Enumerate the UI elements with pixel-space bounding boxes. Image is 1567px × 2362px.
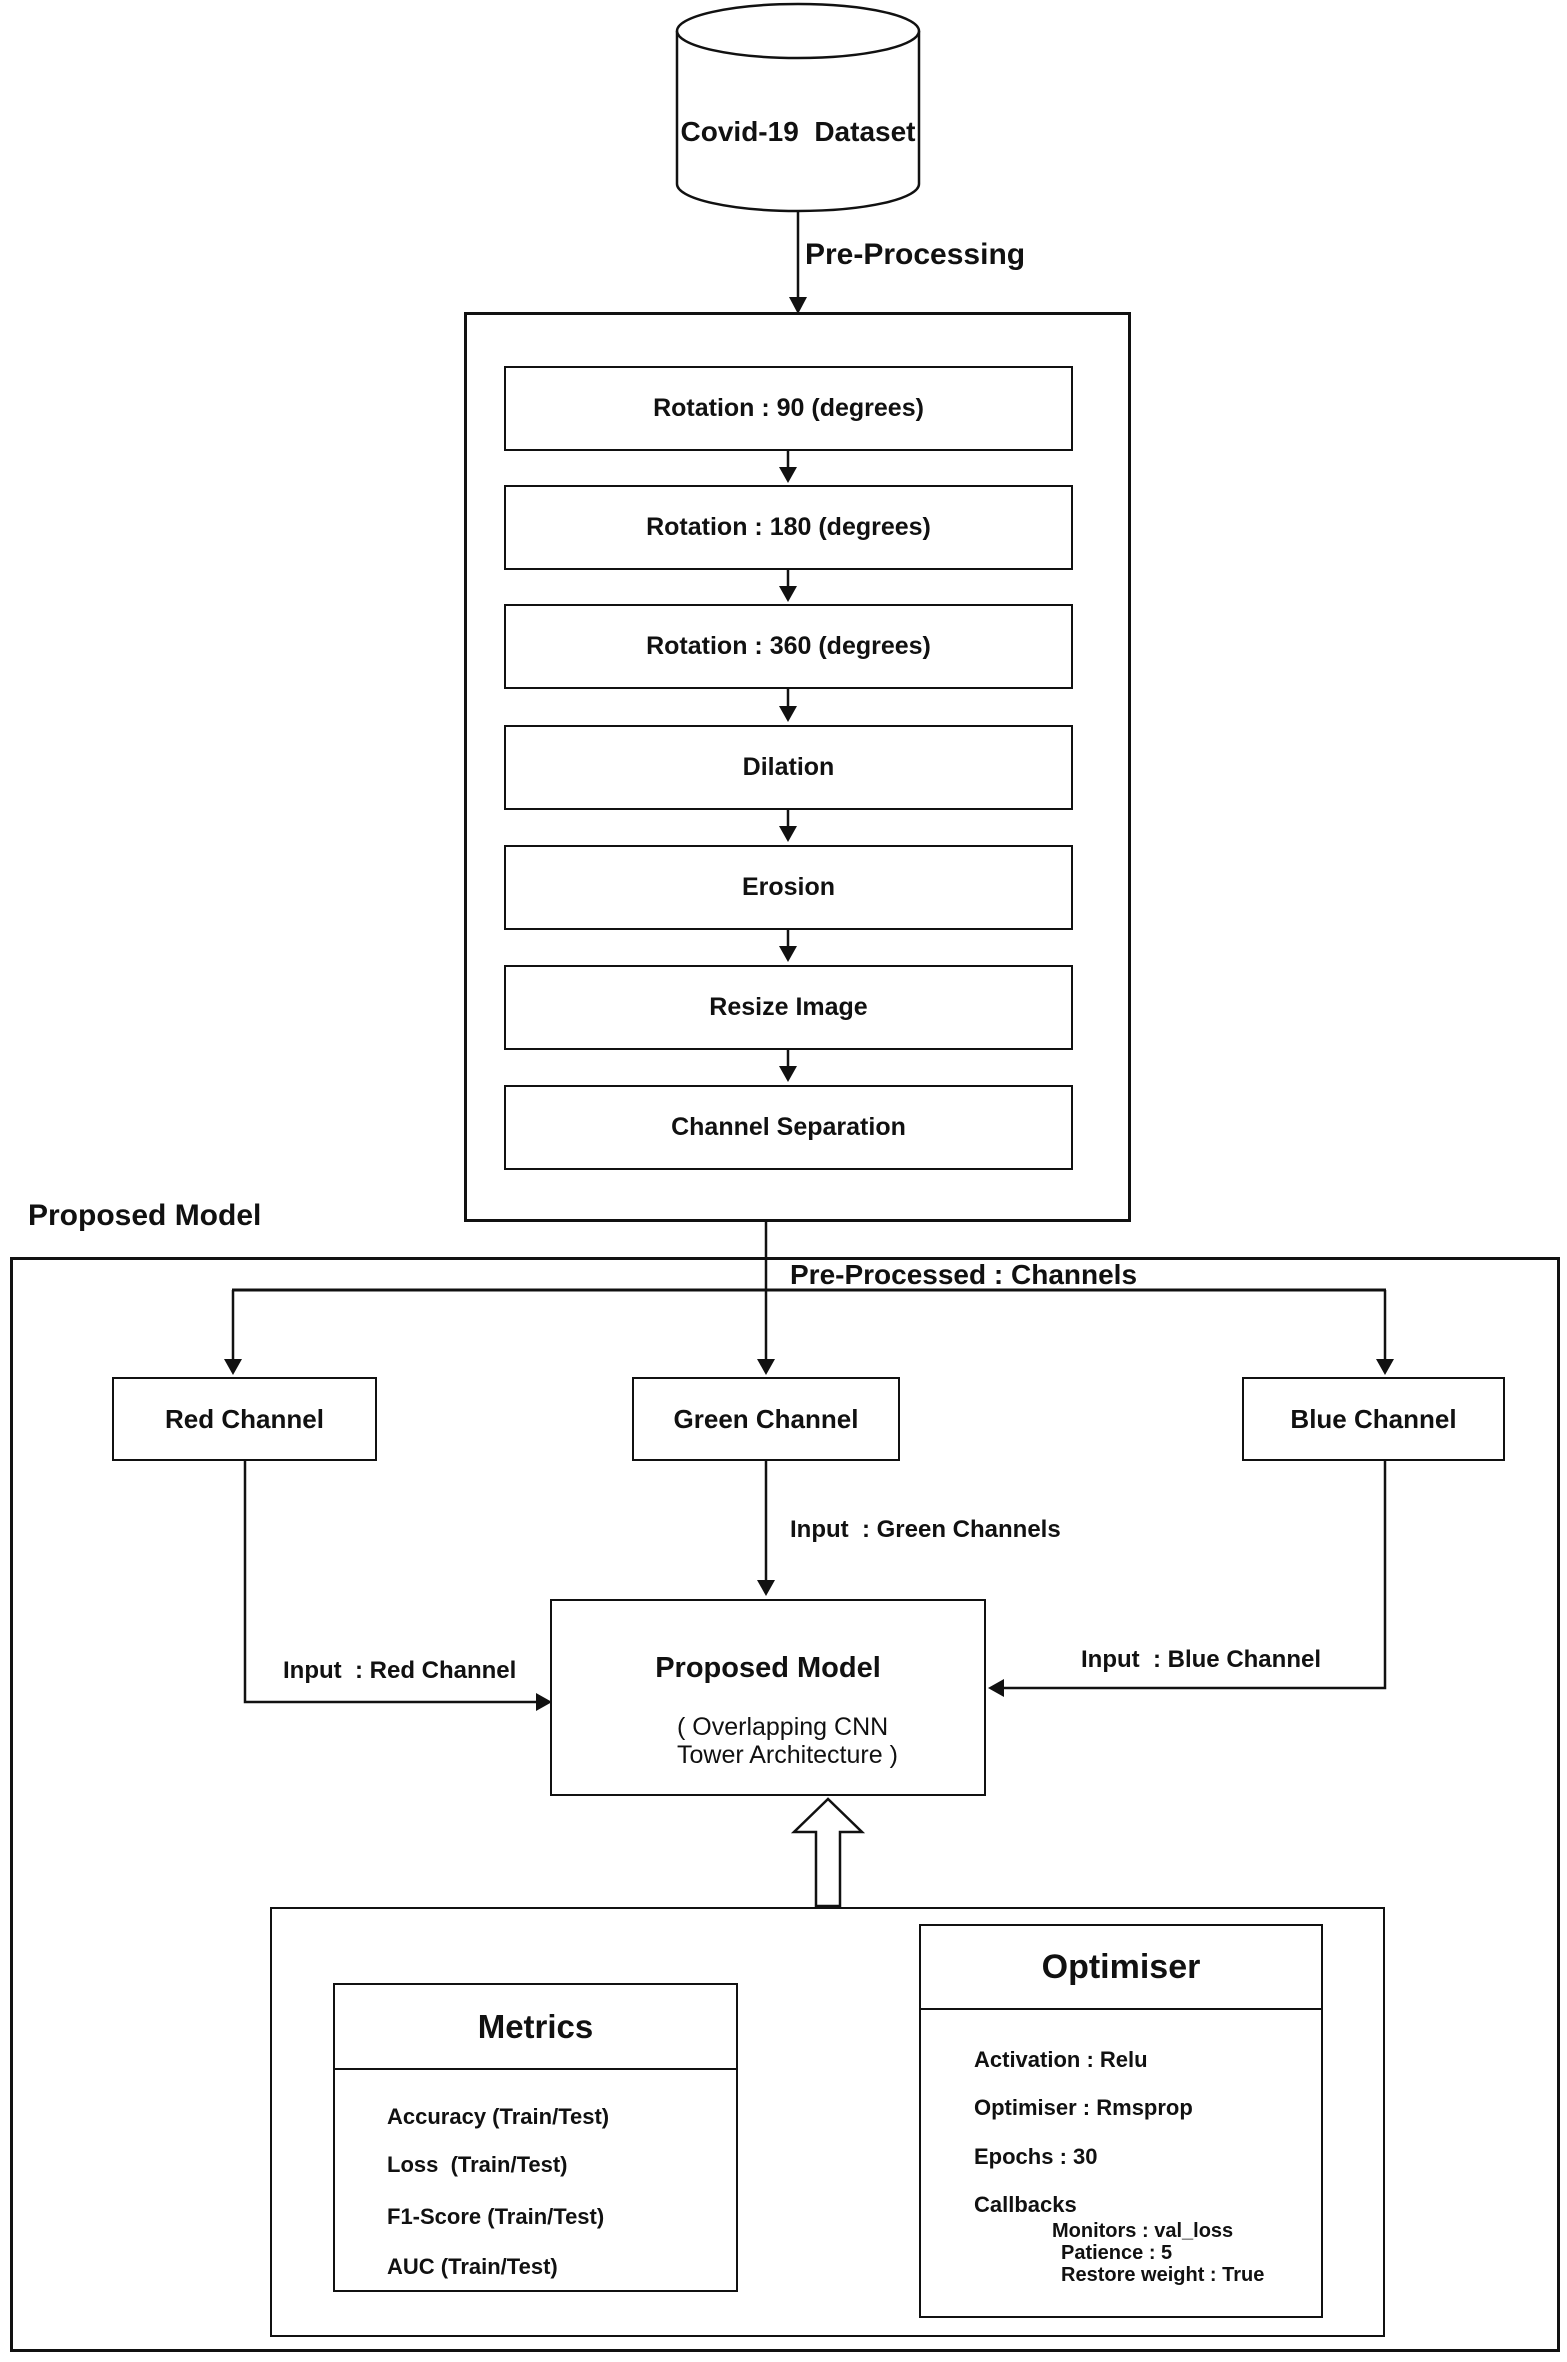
proposed-model-subtitle: ( Overlapping CNN Tower Architecture ) [677,1713,898,1769]
right-arrowhead-icon [536,1693,552,1711]
channel-label: Green Channel [673,1403,859,1434]
red-channel-box: Red Channel [112,1377,377,1461]
proposed-model-section-label: Proposed Model [28,1199,262,1232]
step-label: Rotation : 90 (degrees) [653,394,924,422]
optimiser-callbacks-label: Callbacks [974,2192,1077,2217]
preprocessed-channels-label: Pre-Processed : Channels [790,1259,1138,1290]
metric-item: Accuracy (Train/Test) [387,2104,610,2129]
blue-input-line [1004,1461,1387,1690]
step-rotation-180: Rotation : 180 (degrees) [504,485,1073,570]
database-cylinder-top [675,2,921,60]
down-arrowhead-icon [779,826,797,842]
metric-item: Loss (Train/Test) [387,2152,568,2177]
down-arrowhead-icon [224,1359,242,1375]
down-arrowhead-icon [789,297,807,314]
step-label: Dilation [742,753,835,781]
input-red-label: Input : Red Channel [283,1657,517,1684]
callback-item: Restore weight : True [1061,2264,1265,2286]
metric-item: F1-Score (Train/Test) [387,2204,605,2229]
input-green-label: Input : Green Channels [790,1516,1061,1543]
optimiser-box: Optimiser Activation : Relu Optimiser : … [919,1924,1323,2318]
step-label: Rotation : 180 (degrees) [646,513,931,541]
down-arrowhead-icon [757,1359,775,1375]
optimiser-item: Optimiser : Rmsprop [974,2095,1193,2120]
channel-label: Red Channel [165,1403,324,1434]
input-blue-label: Input : Blue Channel [1081,1646,1321,1673]
step-rotation-360: Rotation : 360 (degrees) [504,604,1073,689]
callback-item: Patience : 5 [1061,2242,1173,2264]
down-arrowhead-icon [1376,1359,1394,1375]
proposed-model-title: Proposed Model [655,1652,881,1684]
step-rotation-90: Rotation : 90 (degrees) [504,366,1073,451]
down-arrowhead-icon [757,1580,775,1596]
step-channel-separation: Channel Separation [504,1085,1073,1170]
step-label: Resize Image [709,993,868,1021]
metric-item: AUC (Train/Test) [387,2254,558,2279]
step-label: Erosion [741,873,836,901]
proposed-model-box: Proposed Model ( Overlapping CNN Tower A… [550,1599,986,1796]
green-channel-box: Green Channel [632,1377,900,1461]
metrics-box: Metrics Accuracy (Train/Test) Loss (Trai… [333,1983,738,2292]
dataset-label: Covid-19 Dataset [680,116,916,147]
training-container [270,1907,1385,2337]
down-arrowhead-icon [779,586,797,602]
down-arrowhead-icon [779,946,797,962]
red-input-line [243,1461,536,1704]
step-resize-image: Resize Image [504,965,1073,1050]
step-dilation: Dilation [504,725,1073,810]
step-label: Channel Separation [671,1113,906,1141]
down-arrowhead-icon [779,1066,797,1082]
step-label: Rotation : 360 (degrees) [646,632,931,660]
preprocessing-container [464,312,1131,1222]
optimiser-item: Epochs : 30 [974,2144,1098,2169]
left-arrowhead-icon [988,1679,1004,1697]
channel-label: Blue Channel [1290,1403,1457,1434]
step-erosion: Erosion [504,845,1073,930]
callback-item: Monitors : val_loss [1052,2220,1234,2242]
metrics-title: Metrics [335,1985,736,2070]
down-arrowhead-icon [779,467,797,483]
preprocessing-arrow-label: Pre-Processing [805,238,1026,271]
optimiser-item: Activation : Relu [974,2047,1148,2072]
down-arrowhead-icon [779,706,797,722]
optimiser-title: Optimiser [921,1926,1321,2010]
blue-channel-box: Blue Channel [1242,1377,1505,1461]
proposed-model-container [10,1257,1560,2352]
block-up-arrow-icon [790,1797,866,1908]
